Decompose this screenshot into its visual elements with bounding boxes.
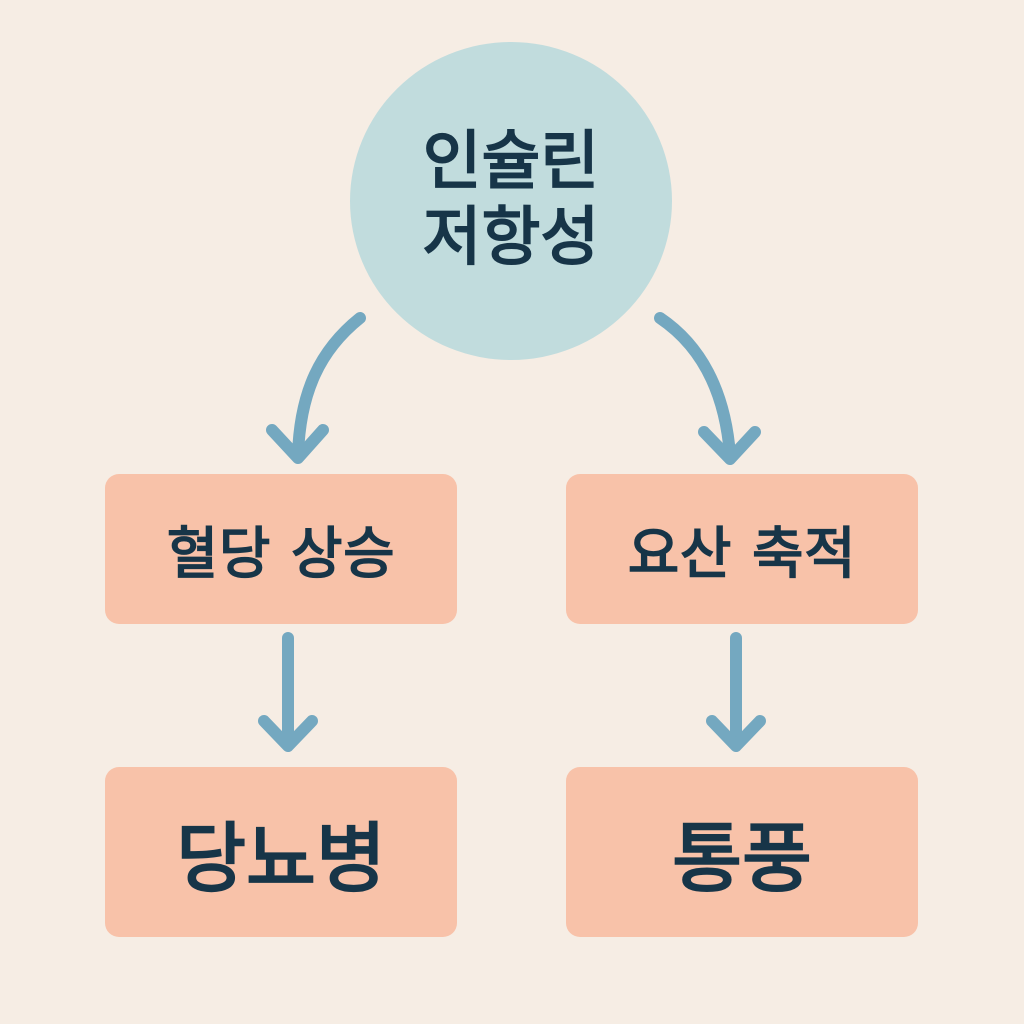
arrow-root-to-left-middle xyxy=(292,312,366,461)
arrow-root-to-right-middle xyxy=(654,312,736,461)
node-gout: 통풍 xyxy=(566,767,918,937)
node-blood-sugar-rise: 혈당 상승 xyxy=(105,474,457,624)
node-blood-sugar-rise-label: 혈당 상승 xyxy=(166,521,396,587)
arrowhead-right-middle-to-right-bottom xyxy=(706,715,766,752)
node-uric-acid-accumulation-label: 요산 축적 xyxy=(627,521,857,587)
node-diabetes: 당뇨병 xyxy=(105,767,457,937)
arrowhead-left-middle-to-left-bottom xyxy=(258,715,318,752)
arrowhead-root-to-left-middle xyxy=(266,424,329,464)
root-node-label-line-1: 인슐린 xyxy=(422,125,600,200)
root-node-insulin-resistance: 인슐린 저항성 xyxy=(350,42,672,360)
node-diabetes-label: 당뇨병 xyxy=(176,814,386,903)
arrowhead-root-to-right-middle xyxy=(698,426,761,465)
root-node-label-line-2: 저항성 xyxy=(422,201,600,275)
node-uric-acid-accumulation: 요산 축적 xyxy=(566,474,918,624)
node-gout-label: 통풍 xyxy=(672,814,812,903)
